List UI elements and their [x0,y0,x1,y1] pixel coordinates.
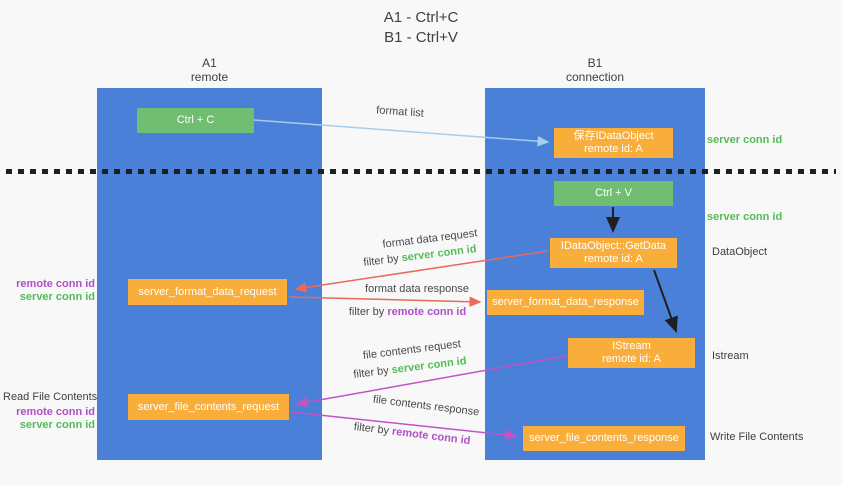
node-ctrl-v: Ctrl + V [554,181,673,206]
remote-conn-id-text: remote conn id [391,425,472,448]
title-line-2: B1 - Ctrl+V [384,29,458,46]
arrow-label-format-list: format list [375,104,425,120]
label-dataobject: DataObject [712,246,768,258]
node-server-file-contents-response: server_file_contents_response [523,426,685,451]
node-server-format-data-response: server_format_data_response [487,290,644,315]
label-conn-ids-file: remote conn id server conn id [0,406,95,432]
arrow-label-file-contents-response: file contents response [372,393,480,419]
node-getdata-line1: IDataObject::GetData [560,240,667,252]
label-read-file-contents: Read File Contents [3,391,98,403]
node-getdata-line2: remote id: A [584,253,643,265]
node-ctrl-c-label: Ctrl + C [176,114,215,126]
column-a1-name: A1 [202,56,217,70]
arrow-label-filter-remote-1: filter by remote conn id [340,306,475,319]
column-header-b1: B1 connection [485,56,705,84]
node-istream-line2: remote id: A [602,353,661,365]
label-server-conn-id-mid: server conn id [707,211,783,223]
node-file-response-label: server_file_contents_response [529,432,679,444]
arrow-label-format-data-response: format data response [365,283,469,295]
filter-by-text: filter by [352,364,393,381]
node-save-idataobject: 保存IDataObject remote id: A [554,128,673,158]
label-remote-conn-id-1: remote conn id [16,278,95,290]
node-server-file-contents-request: server_file_contents_request [128,394,289,420]
dotted-divider [6,169,836,174]
node-server-format-data-request: server_format_data_request [128,279,287,305]
remote-conn-id-text: remote conn id [387,306,467,318]
node-save-idataobject-line2: remote id: A [584,143,643,155]
node-file-request-label: server_file_contents_request [137,400,280,413]
label-server-conn-id-top: server conn id [707,134,783,146]
label-istream: Istream [712,350,749,362]
column-header-a1: A1 remote [97,56,322,84]
label-conn-ids-format: remote conn id server conn id [0,278,95,304]
filter-by-text: filter by [353,420,393,438]
column-a1-subtitle: remote [190,70,229,84]
node-save-idataobject-line1: 保存IDataObject [573,130,654,142]
node-idataobject-getdata: IDataObject::GetData remote id: A [550,238,677,268]
label-server-conn-id-1: server conn id [19,291,95,303]
server-conn-id-text: server conn id [391,355,468,377]
arrow-label-filter-remote-2: filter by remote conn id [337,419,487,450]
diagram-title: A1 - Ctrl+C B1 - Ctrl+V [0,8,842,48]
node-istream: IStream remote id: A [568,338,695,368]
label-server-conn-id-2: server conn id [19,419,95,431]
node-format-request-label: server_format_data_request [138,285,277,298]
filter-by-text: filter by [362,252,403,269]
label-remote-conn-id-2: remote conn id [16,406,95,418]
column-b1-name: B1 [587,56,603,70]
filter-by-text: filter by [348,306,388,318]
node-ctrl-v-label: Ctrl + V [595,187,632,199]
node-istream-line1: IStream [612,340,651,352]
node-ctrl-c: Ctrl + C [137,108,254,133]
label-write-file-contents: Write File Contents [710,431,804,443]
node-format-response-label: server_format_data_response [492,296,639,308]
title-line-1: A1 - Ctrl+C [383,9,459,26]
column-b1-subtitle: connection [565,70,625,84]
